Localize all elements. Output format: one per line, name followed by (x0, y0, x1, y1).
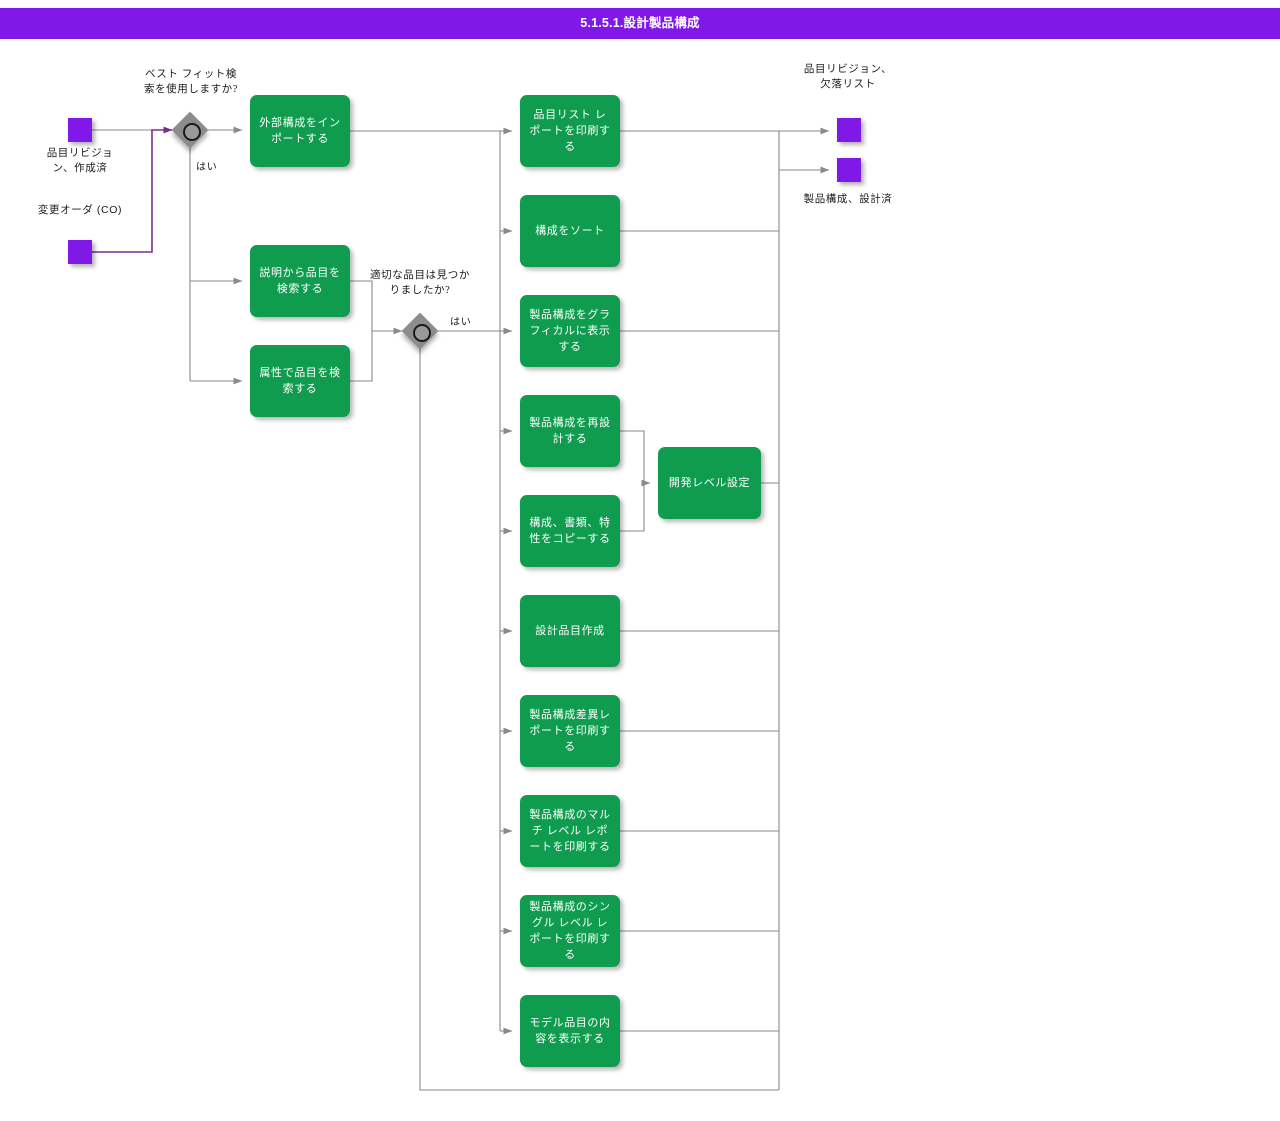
process-label: 構成、書類、特性をコピーする (529, 517, 611, 545)
terminator-change-order[interactable] (68, 240, 92, 264)
page-title: 5.1.5.1.設計製品構成 (580, 16, 700, 30)
edge-label-suitable-item-yes: はい (450, 317, 472, 328)
process-display-model-item-contents[interactable]: モデル品目の内容を表示する (520, 995, 620, 1067)
process-label: 製品構成のマルチ レベル レポートを印刷する (529, 809, 611, 853)
decision-use-best-fit-search[interactable] (171, 111, 209, 149)
terminator-label-change-order: 変更オーダ (CO) (37, 204, 123, 216)
terminator-label-product-structure-designed: 製品構成、設計済 (803, 194, 893, 205)
process-sort-structure[interactable]: 構成をソート (520, 195, 620, 267)
process-label: 製品構成をグラフィカルに表示する (529, 309, 611, 353)
terminator-product-structure-designed[interactable] (837, 158, 861, 182)
terminator-item-revision-created[interactable] (68, 118, 92, 142)
edge-label-best-fit-yes: はい (196, 162, 218, 173)
process-label: 外部構成をインポートする (259, 117, 341, 145)
process-label: 構成をソート (535, 225, 605, 237)
process-print-multilevel-report[interactable]: 製品構成のマルチ レベル レポートを印刷する (520, 795, 620, 867)
process-search-item-by-attribute[interactable]: 属性で品目を検索する (250, 345, 350, 417)
process-label: 説明から品目を検索する (259, 267, 341, 295)
decision-label-use-best-fit-search: ベスト フィット検索を使用しますか? (143, 69, 239, 95)
title-bar: 5.1.5.1.設計製品構成 (0, 8, 1280, 39)
decision-ring-icon (183, 123, 201, 141)
process-import-external-structure[interactable]: 外部構成をインポートする (250, 95, 350, 167)
process-print-item-list-report[interactable]: 品目リスト レポートを印刷する (520, 95, 620, 167)
process-display-structure-graphically[interactable]: 製品構成をグラフィカルに表示する (520, 295, 620, 367)
process-search-item-by-description[interactable]: 説明から品目を検索する (250, 245, 350, 317)
process-label: 開発レベル設定 (668, 477, 751, 489)
process-print-structure-difference-report[interactable]: 製品構成差異レポートを印刷する (520, 695, 620, 767)
decision-suitable-item-found[interactable] (401, 312, 439, 350)
process-copy-structure-documents-characteristics[interactable]: 構成、書類、特性をコピーする (520, 495, 620, 567)
decision-ring-icon (413, 324, 431, 342)
process-create-design-item[interactable]: 設計品目作成 (520, 595, 620, 667)
terminator-label-item-revision-missing-list: 品目リビジョン、欠落リスト (803, 64, 893, 90)
process-label: 製品構成差異レポートを印刷する (529, 709, 611, 753)
process-label: 品目リスト レポートを印刷する (529, 109, 611, 153)
process-redesign-product-structure[interactable]: 製品構成を再設計する (520, 395, 620, 467)
process-print-singlelevel-report[interactable]: 製品構成のシングル レベル レポートを印刷する (520, 895, 620, 967)
process-label: 設計品目作成 (535, 625, 605, 637)
terminator-item-revision-missing-list[interactable] (837, 118, 861, 142)
process-set-development-level[interactable]: 開発レベル設定 (658, 447, 761, 519)
process-label: 製品構成を再設計する (529, 417, 611, 445)
terminator-label-item-revision-created: 品目リビジョン、作成済 (46, 148, 114, 174)
process-label: モデル品目の内容を表示する (529, 1017, 611, 1045)
decision-label-suitable-item-found: 適切な品目は見つかりましたか? (370, 270, 470, 296)
process-label: 製品構成のシングル レベル レポートを印刷する (529, 901, 611, 961)
process-label: 属性で品目を検索する (259, 367, 341, 395)
